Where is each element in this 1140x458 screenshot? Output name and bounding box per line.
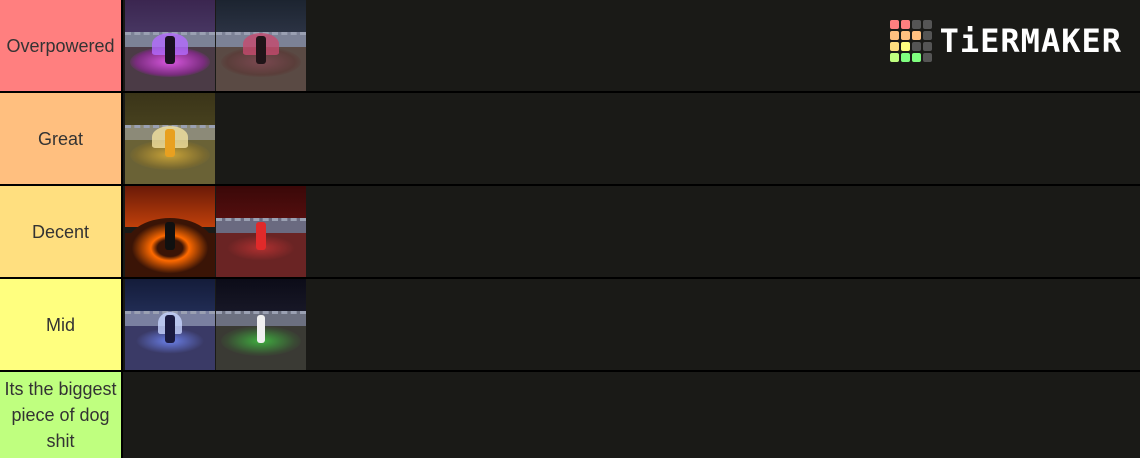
fire-character-thumbnail[interactable] xyxy=(125,186,215,277)
tier-label[interactable]: Great xyxy=(0,93,123,184)
tier-items xyxy=(123,93,1140,184)
purple-winged-character-thumbnail[interactable] xyxy=(125,0,215,91)
tier-row-decent: Decent xyxy=(0,186,1140,277)
tier-items xyxy=(123,186,1140,277)
dark-pink-character-thumbnail[interactable] xyxy=(216,0,306,91)
tier-items xyxy=(123,0,1140,91)
tier-items xyxy=(123,279,1140,370)
tier-label[interactable]: Mid xyxy=(0,279,123,370)
golden-winged-character-thumbnail[interactable] xyxy=(125,93,215,184)
tiermaker-logo[interactable]: TiERMAKER xyxy=(889,20,1122,62)
logo-text: TiERMAKER xyxy=(939,22,1122,60)
blue-character-thumbnail[interactable] xyxy=(125,279,215,370)
red-character-thumbnail[interactable] xyxy=(216,186,306,277)
tier-label[interactable]: Its the biggest piece of dog shit xyxy=(0,372,123,458)
tier-row-great: Great xyxy=(0,93,1140,184)
tier-label[interactable]: Decent xyxy=(0,186,123,277)
tier-row-mid: Mid xyxy=(0,279,1140,370)
green-character-thumbnail[interactable] xyxy=(216,279,306,370)
logo-grid-icon xyxy=(889,20,932,62)
tier-label[interactable]: Overpowered xyxy=(0,0,123,91)
tier-row-worst: Its the biggest piece of dog shit xyxy=(0,372,1140,458)
tier-items xyxy=(123,372,1140,458)
tier-row-overpowered: Overpowered xyxy=(0,0,1140,91)
